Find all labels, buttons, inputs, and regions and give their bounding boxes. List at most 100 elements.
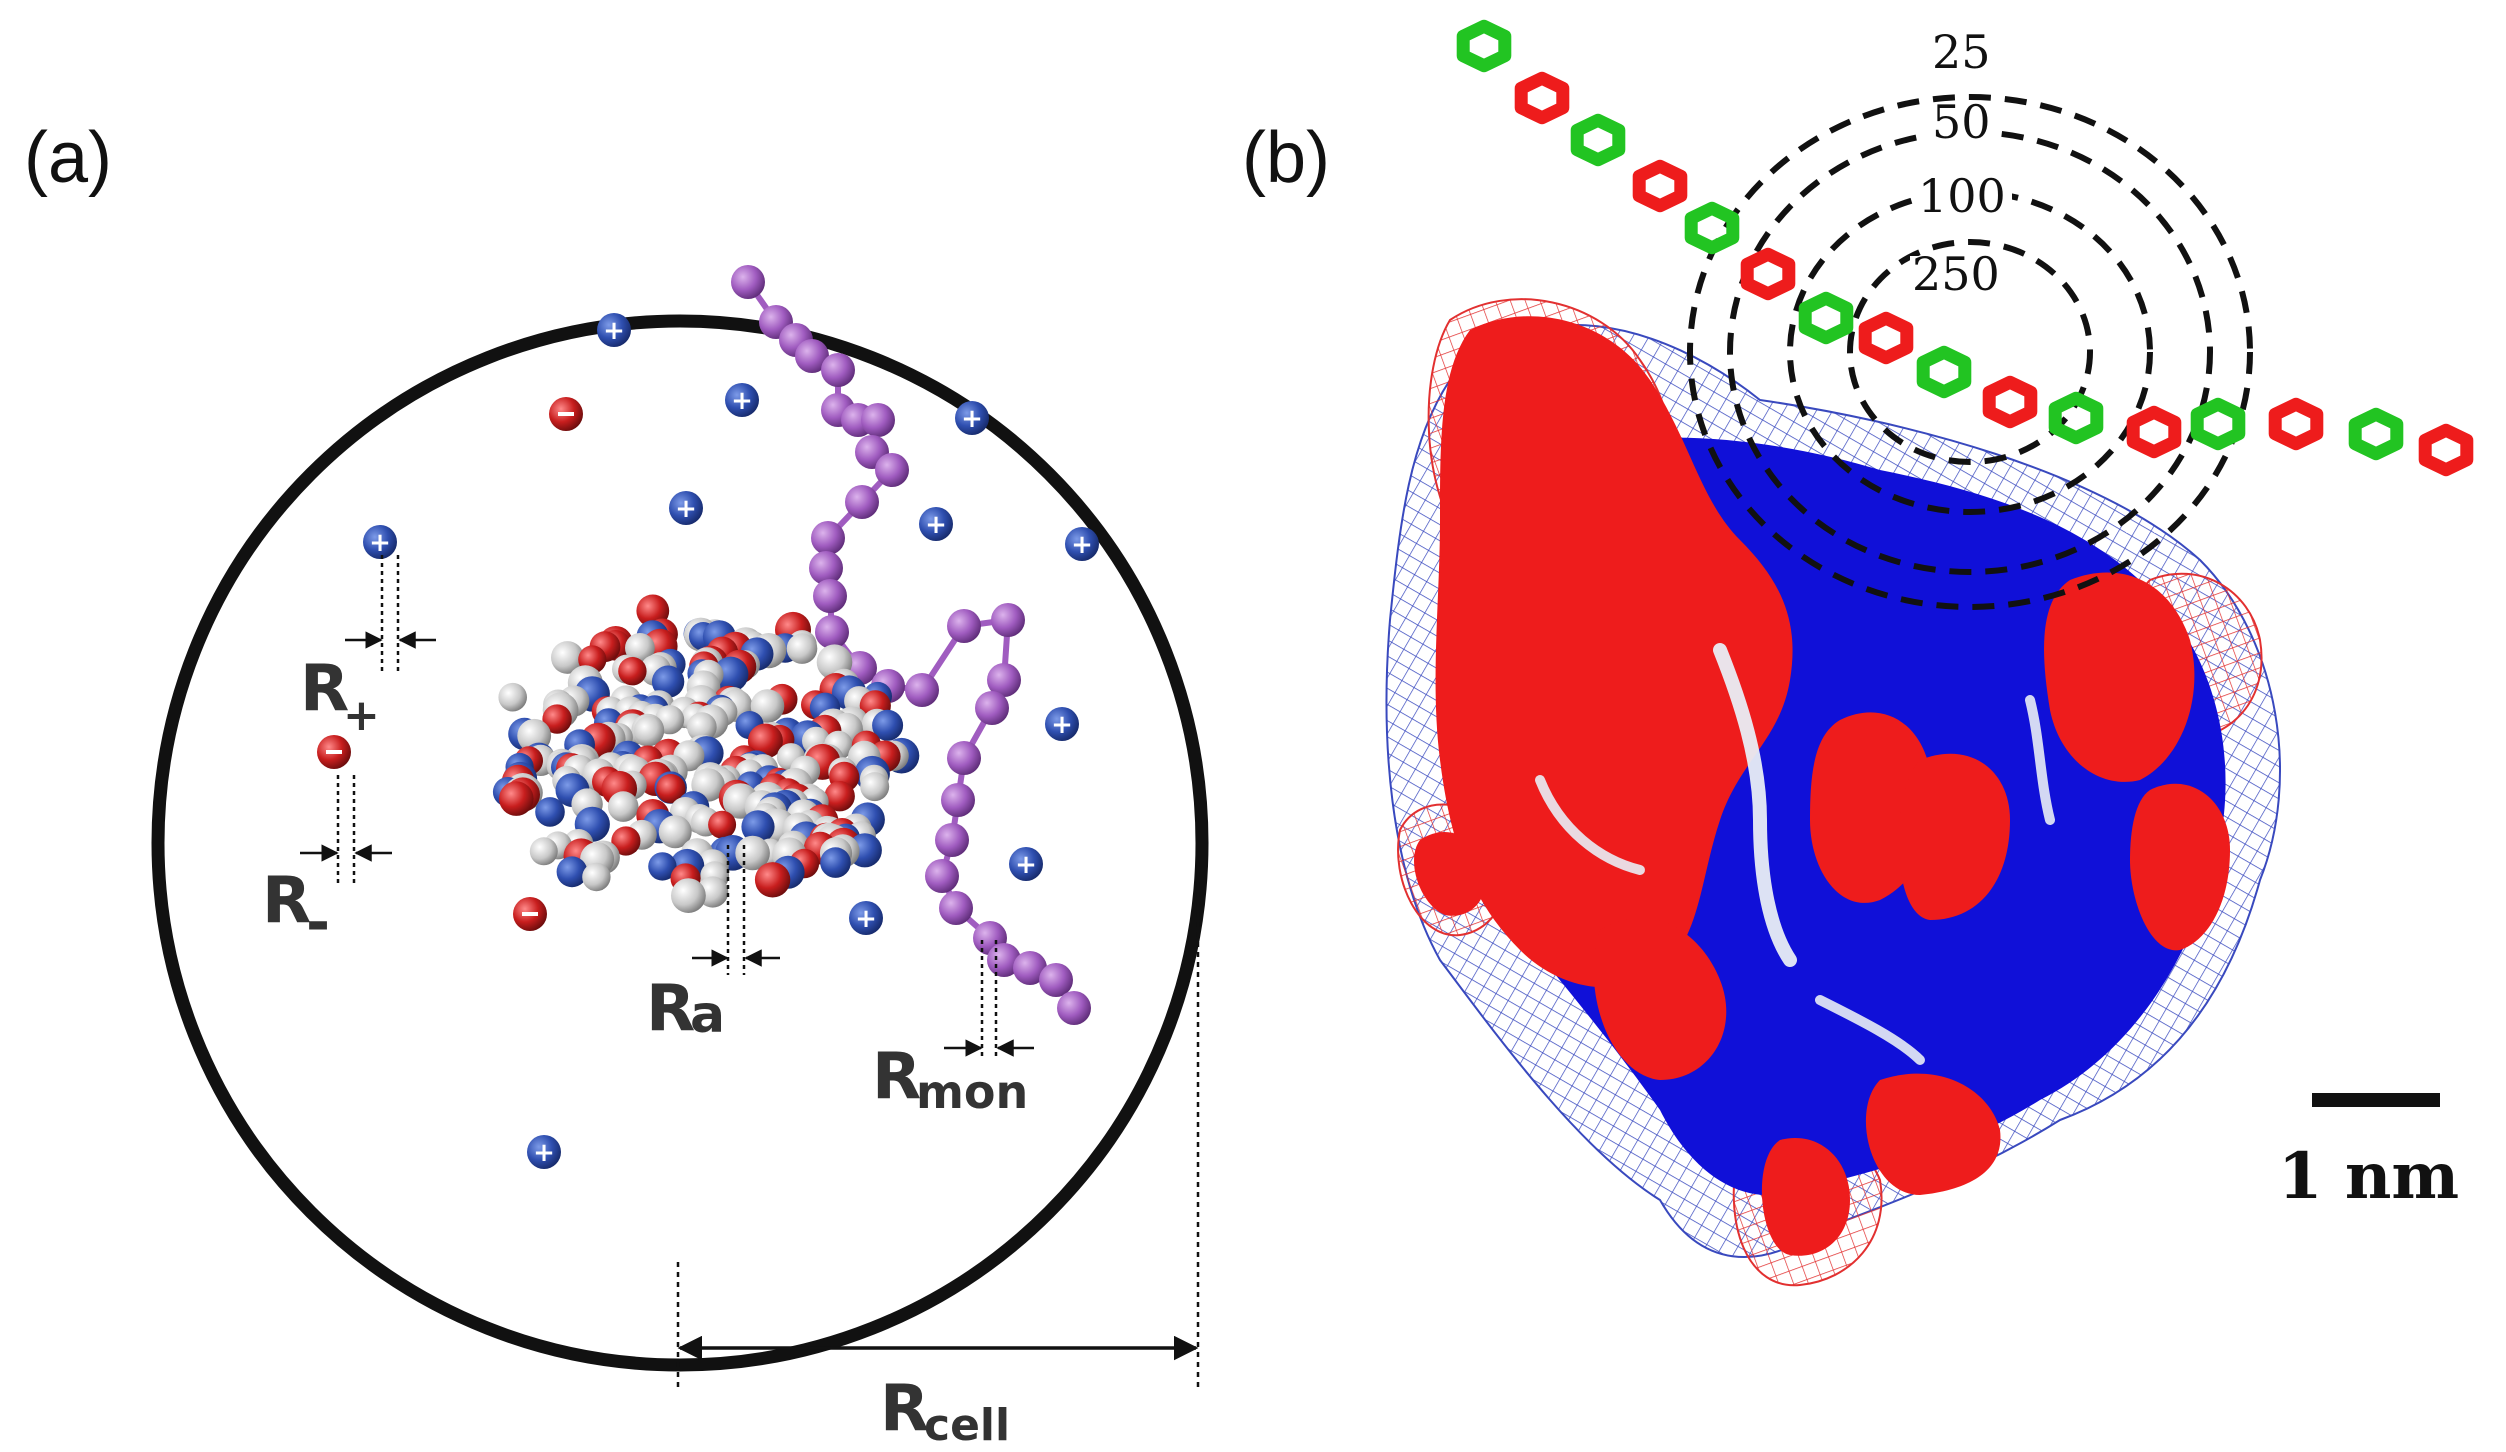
cation: + — [1009, 847, 1043, 881]
anion-sign — [558, 412, 574, 416]
anion-sign — [326, 750, 342, 754]
r-minus-dimension — [300, 775, 392, 885]
cation: + — [955, 401, 989, 435]
hexagon-monomer-green — [1798, 291, 1854, 345]
polymer-monomer — [845, 485, 879, 519]
r-a-symbol: R — [646, 972, 695, 1046]
cation-sign: + — [1015, 850, 1037, 880]
polyelectrolyte-chain — [1456, 19, 2474, 477]
protein-cluster — [492, 594, 920, 913]
hexagon-monomer-red — [1514, 71, 1570, 125]
polymer-monomer — [1039, 963, 1073, 997]
hexagon-monomer-green — [1570, 113, 1626, 167]
r-mon-subscript: mon — [916, 1065, 1028, 1119]
cation: + — [597, 313, 631, 347]
contour-label-bg — [1914, 180, 2012, 220]
polymer-monomer — [811, 521, 845, 555]
cation-sphere — [669, 491, 703, 525]
cation: + — [725, 383, 759, 417]
cation: + — [1045, 707, 1079, 741]
polymer-monomer — [875, 453, 909, 487]
contour-arc — [1687, 94, 2253, 610]
atom-neutral — [625, 633, 655, 663]
contour-label-25: 25 — [1932, 25, 1991, 79]
cation-sphere — [527, 1135, 561, 1169]
scale-bar-label: 1 nm — [2278, 1139, 2459, 1214]
hexagon-monomer-red — [2126, 405, 2182, 459]
polymer-monomer — [975, 691, 1009, 725]
polymer-chain — [731, 265, 1091, 1025]
polymer-monomer — [925, 859, 959, 893]
cation: + — [849, 901, 883, 935]
contour-label-bg — [1910, 256, 2010, 300]
r-minus-symbol: R — [262, 864, 311, 938]
atom-neutral — [551, 641, 584, 674]
panel-b-label: (b) — [1242, 118, 1330, 198]
polymer-monomer — [935, 823, 969, 857]
atom-acidic — [618, 657, 647, 686]
contour-label-bg — [1926, 36, 2000, 76]
r-cell-subscript: cell — [924, 1400, 1010, 1451]
hexagon-monomer-red — [1982, 375, 2038, 429]
counter-ions: + + + + + + + + + + + — [317, 313, 1099, 1169]
polymer-monomer — [939, 891, 973, 925]
polymer-monomer — [795, 339, 829, 373]
cation-sign: + — [731, 386, 753, 416]
hexagon-monomer-red — [1740, 247, 1796, 301]
hexagon-monomer-green — [2190, 397, 2246, 451]
r-a-subscript: a — [690, 985, 725, 1045]
cation: + — [527, 1135, 561, 1169]
atom-neutral — [529, 837, 558, 866]
r-plus-dimension — [345, 555, 436, 672]
polymer-monomer — [1013, 951, 1047, 985]
cation: + — [919, 507, 953, 541]
hexagon-monomer-green — [2048, 391, 2104, 445]
polymer-monomer — [947, 609, 981, 643]
cation-sphere — [363, 525, 397, 559]
cation-sign: + — [1071, 530, 1093, 560]
cation: + — [363, 525, 397, 559]
polymer-monomer — [1057, 991, 1091, 1025]
atom-basic — [556, 856, 588, 888]
hexagon-monomer-green — [1916, 345, 1972, 399]
atom-basic — [535, 797, 565, 827]
atom-neutral — [633, 715, 665, 747]
atom-basic — [820, 847, 851, 878]
anion — [317, 735, 351, 769]
atom-neutral — [687, 712, 717, 742]
contour-arc — [1847, 239, 2093, 465]
r-cell-dimension — [676, 862, 1200, 1390]
panel-b: (b) — [1242, 19, 2474, 1287]
atom-basic — [872, 709, 904, 741]
atom-neutral — [786, 633, 818, 664]
r-minus-subscript: - — [306, 888, 330, 956]
atom-neutral — [750, 689, 785, 723]
atom-acidic — [499, 781, 534, 816]
r-plus-symbol: R — [300, 652, 349, 726]
cell-boundary — [151, 314, 1209, 1372]
cation-sphere — [725, 383, 759, 417]
contour-label-50: 50 — [1932, 95, 1991, 149]
r-plus-subscript: + — [343, 690, 380, 741]
r-mon-symbol: R — [872, 1040, 921, 1114]
atom-basic — [713, 656, 749, 692]
hexagon-monomer-green — [1456, 19, 1512, 73]
atom-acidic — [708, 810, 737, 839]
atom-neutral — [860, 772, 890, 802]
atom-basic — [651, 665, 685, 698]
r-cell-symbol: R — [880, 1372, 929, 1446]
cation-sign: + — [675, 494, 697, 524]
polymer-monomer — [809, 551, 843, 585]
cation-sphere — [1065, 527, 1099, 561]
hexagon-monomer-red — [1858, 311, 1914, 365]
contour-label-100: 100 — [1918, 169, 2006, 223]
polymer-monomer — [861, 403, 895, 437]
r-a-dimension — [692, 845, 780, 975]
atom-neutral — [671, 878, 706, 913]
cation-sign: + — [925, 510, 947, 540]
atom-neutral — [658, 815, 692, 849]
cation-sign: + — [961, 404, 983, 434]
atom-neutral — [607, 791, 639, 822]
contour-labels: 25 50 100 250 — [1910, 25, 2012, 301]
cation-sphere — [955, 401, 989, 435]
